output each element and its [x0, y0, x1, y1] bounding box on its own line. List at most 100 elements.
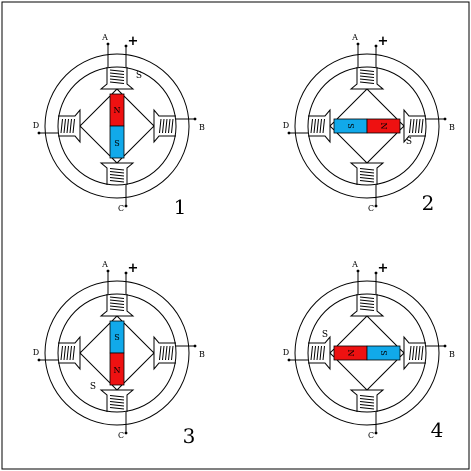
terminal-b	[443, 117, 447, 121]
winding-coil	[109, 401, 125, 404]
winding-coil	[359, 401, 375, 404]
terminal-c	[124, 204, 128, 208]
winding-coil	[69, 118, 72, 134]
stator-pole	[349, 67, 385, 90]
rotor-label-second: S	[114, 139, 119, 148]
terminal-label-plus: +	[128, 261, 139, 276]
stator-pole	[349, 389, 385, 412]
winding-coil	[359, 69, 375, 72]
winding-coil	[421, 118, 424, 134]
winding-coil	[109, 171, 125, 174]
terminal-label-c: C	[118, 431, 124, 440]
terminal-plus	[124, 271, 128, 275]
terminal-plus	[374, 44, 378, 48]
winding-coil	[159, 118, 162, 134]
stator-pole-label-right: S	[406, 137, 412, 147]
stator-pole	[99, 294, 135, 317]
rotor-label-first: S	[114, 333, 119, 342]
winding-coil	[359, 72, 375, 75]
winding-coil	[418, 345, 421, 361]
terminal-label-plus: +	[128, 34, 139, 49]
stator-pole	[403, 335, 426, 371]
winding-coil	[359, 407, 375, 410]
terminal-c	[374, 431, 378, 435]
stator-inner-ring	[307, 293, 427, 413]
panel-number-3: 3	[183, 424, 196, 448]
terminal-label-b: B	[199, 350, 205, 359]
terminal-b	[193, 117, 197, 121]
winding-coil	[359, 81, 375, 84]
terminal-label-c: C	[368, 431, 374, 440]
winding-coil	[109, 177, 125, 180]
terminal-label-d: D	[33, 121, 39, 130]
winding-coil	[359, 174, 375, 177]
terminal-plus	[124, 44, 128, 48]
stator-pole-label-bottom: S	[90, 382, 96, 392]
winding-coil	[359, 398, 375, 401]
winding-coil	[322, 345, 325, 361]
winding-coil	[109, 72, 125, 75]
winding-coil	[359, 404, 375, 407]
rotor-pole-second	[109, 352, 125, 386]
stator-outer-ring	[44, 53, 190, 199]
winding-coil	[359, 75, 375, 78]
winding-coil	[165, 118, 168, 134]
terminal-label-a: A	[351, 260, 358, 269]
winding-coil	[109, 81, 125, 84]
winding-coil	[109, 305, 125, 308]
winding-coil	[359, 308, 375, 311]
terminal-label-d: D	[283, 121, 289, 130]
terminal-label-c: C	[118, 204, 124, 213]
stator-pole	[99, 67, 135, 90]
winding-coil	[162, 118, 165, 134]
rotor-label-second: N	[379, 123, 388, 130]
winding-coil	[109, 395, 125, 398]
terminal-label-b: B	[449, 350, 455, 359]
winding-coil	[159, 345, 162, 361]
winding-coil	[319, 345, 322, 361]
winding-coil	[359, 171, 375, 174]
winding-coil	[109, 404, 125, 407]
flux-path	[329, 315, 405, 391]
winding-coil	[359, 296, 375, 299]
panel-number-2: 2	[422, 191, 435, 215]
rotor-pole-second	[109, 125, 125, 159]
rotor-pole-second	[366, 345, 401, 361]
terminal-label-d: D	[33, 348, 39, 357]
stator-pole	[308, 108, 331, 144]
terminal-a	[106, 42, 110, 46]
winding-coil	[359, 299, 375, 302]
winding-coil	[63, 118, 66, 134]
stator-pole	[99, 389, 135, 412]
stator-pole	[308, 335, 331, 371]
stator-pole	[153, 108, 176, 144]
terminal-c	[374, 204, 378, 208]
terminal-label-a: A	[101, 260, 108, 269]
winding-coil	[316, 118, 319, 134]
terminal-label-a: A	[351, 33, 358, 42]
stator-pole-label-left: S	[322, 330, 328, 340]
winding-coil	[63, 345, 66, 361]
rotor-label-second: S	[379, 350, 388, 355]
winding-coil	[421, 345, 424, 361]
winding-coil	[359, 305, 375, 308]
terminal-label-b: B	[199, 123, 205, 132]
terminal-plus	[374, 271, 378, 275]
terminal-d	[37, 358, 41, 362]
winding-coil	[109, 180, 125, 183]
stator-pole	[58, 335, 81, 371]
winding-coil	[109, 174, 125, 177]
panel-number-1: 1	[174, 195, 187, 219]
rotor-label-first: N	[114, 106, 121, 115]
winding-coil	[359, 177, 375, 180]
stator-inner-ring	[57, 293, 177, 413]
winding-coil	[415, 345, 418, 361]
terminal-a	[106, 269, 110, 273]
winding-coil	[109, 302, 125, 305]
winding-coil	[165, 345, 168, 361]
